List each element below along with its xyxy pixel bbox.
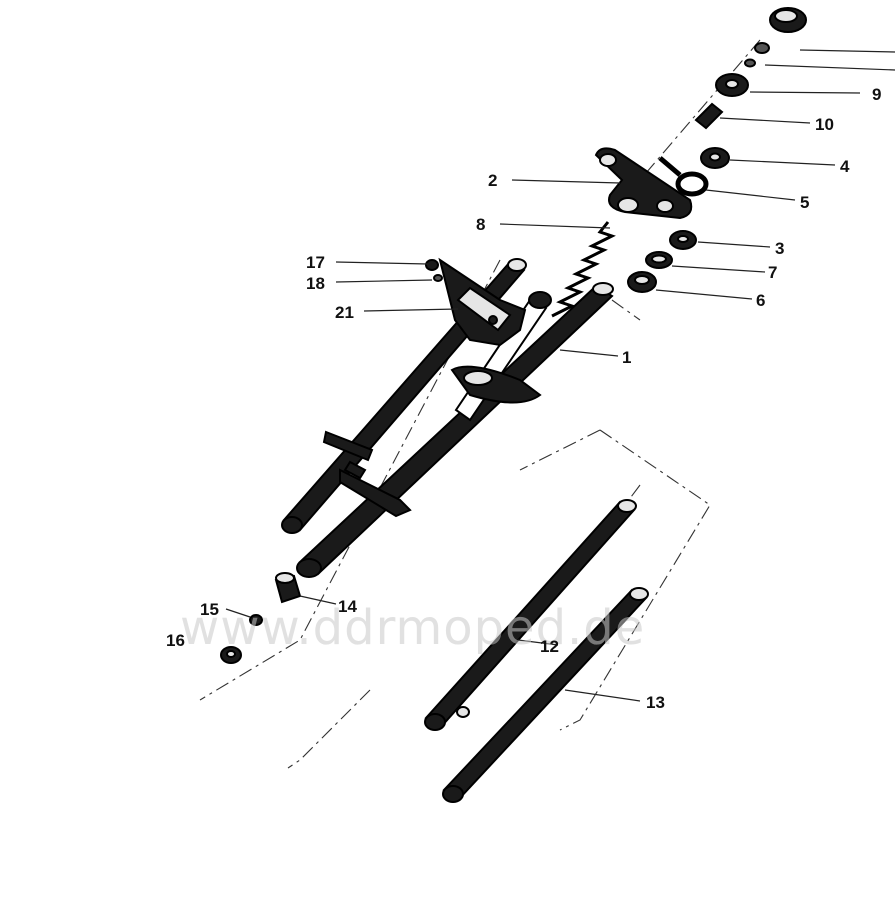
part-3-nut: [669, 230, 697, 250]
callout-10: 10: [815, 115, 834, 134]
callout-21: 21: [335, 303, 354, 322]
callout-13: 13: [646, 693, 665, 712]
callout-4: 4: [840, 157, 850, 176]
callout-15: 15: [200, 600, 219, 619]
callout-16: 16: [166, 631, 185, 650]
part-13-slider-tube: [442, 587, 649, 803]
part-2-upper-bridge: [594, 147, 693, 220]
callout-14: 14: [338, 597, 357, 616]
callout-12: 12: [540, 637, 559, 656]
leader-lines: [225, 49, 895, 702]
part-9-nut: [715, 73, 749, 97]
top-cap-group: [744, 7, 807, 68]
callout-17: 17: [306, 253, 325, 272]
callout-3: 3: [775, 239, 784, 258]
part-14-bush: [274, 572, 302, 604]
part-12-slider-tube: [424, 499, 637, 731]
assembly-axes: [199, 39, 761, 769]
part-8-spring: [551, 221, 616, 318]
callout-8: 8: [476, 215, 485, 234]
part-15-nut: [249, 614, 263, 626]
callout-7: 7: [768, 263, 777, 282]
watermark: www.ddrmoped.de: [180, 600, 645, 656]
callout-1: 1: [622, 348, 631, 367]
part-16-nut: [220, 646, 242, 664]
mudguard-brackets: [322, 430, 412, 518]
callout-6: 6: [756, 291, 765, 310]
part-4-nut: [700, 147, 730, 169]
callout-labels: 9 10 4 2 5 8 3 17 7 18 6 21 1 14 15 16 1…: [166, 85, 881, 712]
lower-crown: [450, 365, 542, 404]
callout-5: 5: [800, 193, 809, 212]
callout-18: 18: [306, 274, 325, 293]
part-6-bearing: [627, 271, 657, 293]
part-10-clamp: [694, 102, 724, 130]
part-21-lower-bracket: [438, 257, 527, 347]
part-5-eye-bolt: [658, 156, 709, 197]
part-17-18-bolt: [425, 259, 443, 282]
callout-2: 2: [488, 171, 497, 190]
callout-9: 9: [872, 85, 881, 104]
part-7-washer: [645, 251, 673, 269]
